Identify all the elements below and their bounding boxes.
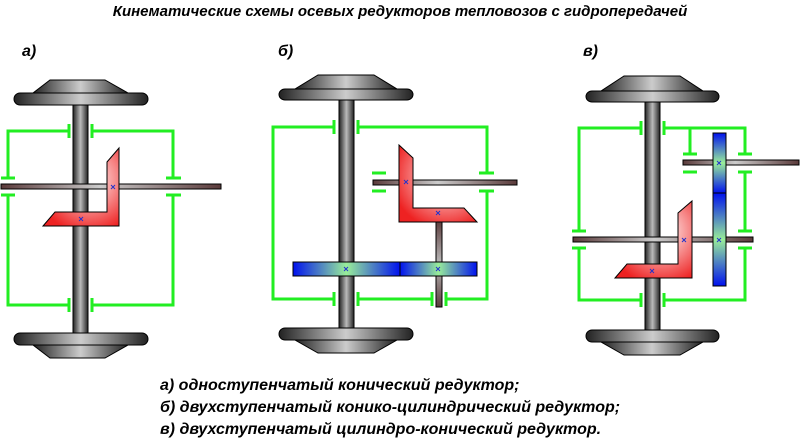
wheel-flange-bottom-a: [13, 332, 149, 346]
wheel-flange-top-c: [585, 90, 720, 103]
wheelset-b: [278, 74, 414, 354]
page-title: Кинематические схемы осевых редукторов т…: [113, 3, 688, 20]
housing-b: [271, 120, 494, 306]
caption-c: в) двухступенчатый цилиндро-конический р…: [160, 421, 601, 438]
caption-a: а) одноступенчатый конический редуктор;: [160, 377, 519, 394]
housing-a: [1, 124, 181, 312]
diagram-c-label: в): [583, 43, 598, 60]
bevel-gear-pair-b: [398, 143, 479, 223]
wheel-flange-top-a: [13, 92, 149, 106]
wheel-top-a: [31, 79, 130, 94]
input-shaft-b: [372, 179, 518, 186]
wheel-bottom-a: [31, 344, 130, 359]
gear-center-marks-a: [78, 184, 116, 222]
wheel-bottom-c: [599, 341, 705, 356]
wheel-flange-top-b: [278, 88, 414, 101]
input-shaft-c: [682, 159, 800, 166]
gear-center-marks-c: [649, 160, 722, 274]
wheel-flange-bottom-b: [278, 327, 414, 341]
gear-center-marks-b: [343, 179, 441, 272]
housing-c: [572, 121, 752, 307]
diagram-c: в): [572, 43, 800, 356]
wheel-bottom-b: [293, 339, 399, 354]
wheel-flange-bottom-c: [585, 329, 720, 343]
wheel-top-c: [599, 75, 705, 92]
bevel-gear-pair-c: [613, 199, 693, 279]
intermediate-shaft-c: [572, 236, 754, 243]
caption-b: б) двухступенчатый конико-цилиндрический…: [160, 399, 620, 416]
wheelset-a: [13, 79, 149, 359]
wheelset-c: [585, 75, 720, 356]
axle-b: [338, 99, 355, 329]
wheel-top-b: [293, 74, 399, 90]
diagram-a: а): [0, 43, 222, 359]
diagram-a-label: а): [22, 43, 36, 60]
bevel-gear-pair-a: [41, 146, 120, 227]
diagram-b: б): [271, 43, 518, 354]
axle-c: [644, 101, 661, 331]
diagram-b-label: б): [278, 43, 293, 60]
